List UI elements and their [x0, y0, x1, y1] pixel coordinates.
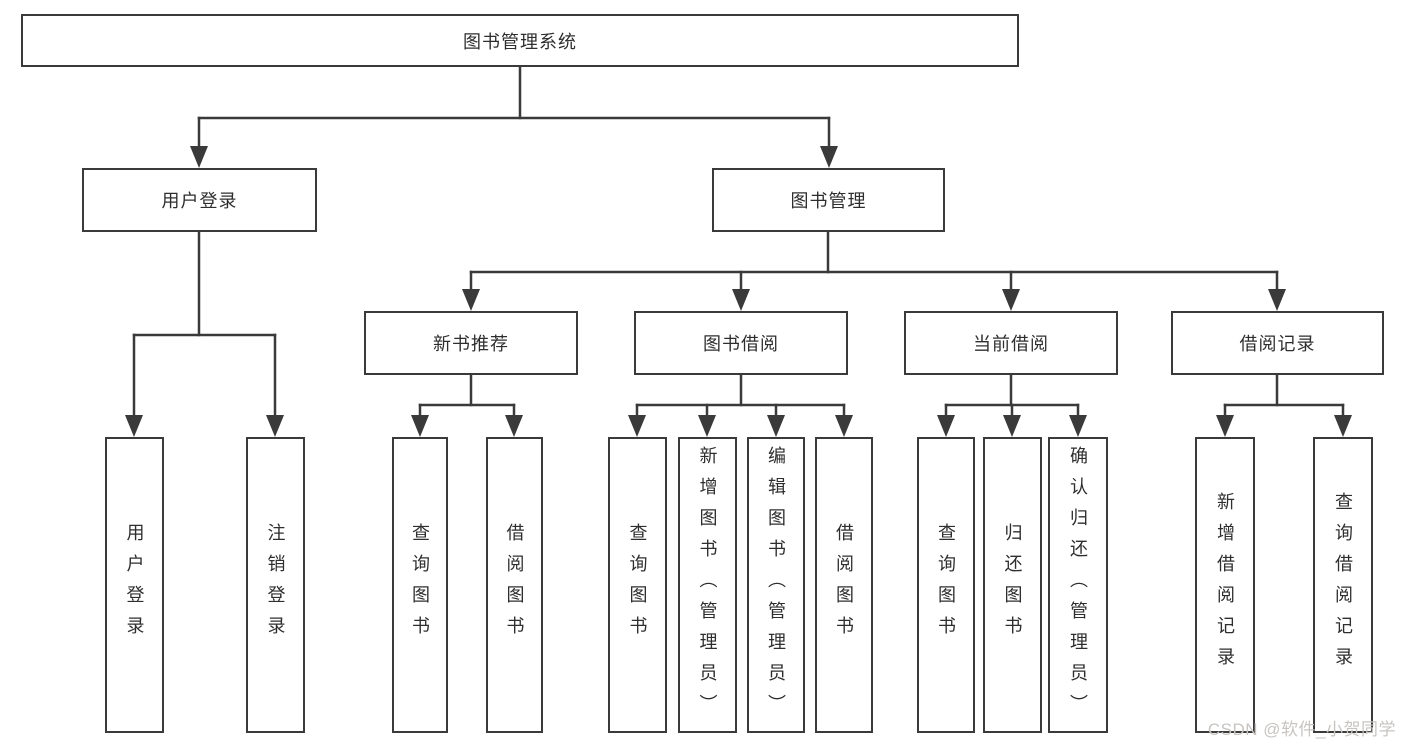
- leaf-return-books: 归还图书: [983, 437, 1042, 733]
- arrowhead-icon: [628, 415, 646, 437]
- leaf-user-login: 用户登录: [105, 437, 164, 733]
- leaf-query-books-borrowing: 查询图书: [608, 437, 667, 733]
- leaf-logout: 注销登录: [246, 437, 305, 733]
- leaf-query-borrow-record: 查询借阅记录: [1313, 437, 1373, 733]
- arrowhead-icon: [411, 415, 429, 437]
- leaf-borrow-books-borrowing: 借阅图书: [815, 437, 873, 733]
- arrowhead-icon: [1069, 415, 1087, 437]
- node-label: 借阅记录: [1239, 334, 1316, 354]
- leaf-edit-books-admin: 编辑图书（管理员）: [747, 437, 805, 733]
- arrowhead-icon: [937, 415, 955, 437]
- node-label: 新增图书（管理员）: [697, 445, 718, 725]
- node-label: 图书管理: [790, 191, 867, 211]
- node-label: 借阅图书: [504, 523, 525, 647]
- leaf-query-books-current: 查询图书: [917, 437, 975, 733]
- branch-current-borrowing: 当前借阅: [904, 311, 1118, 375]
- arrowhead-icon: [1002, 289, 1020, 311]
- node-label: 编辑图书（管理员）: [766, 445, 786, 725]
- watermark: CSDN @软件_小贺同学: [1207, 720, 1396, 739]
- node-label: 查询借阅记录: [1333, 492, 1353, 678]
- arrowhead-icon: [1334, 415, 1352, 437]
- arrowhead-icon: [190, 146, 208, 168]
- arrowhead-icon: [820, 146, 838, 168]
- node-label: 新增借阅记录: [1215, 492, 1235, 678]
- arrowhead-icon: [835, 415, 853, 437]
- arrowhead-icon: [462, 289, 480, 311]
- arrowhead-icon: [1003, 415, 1021, 437]
- branch-book-borrowing: 图书借阅: [634, 311, 848, 375]
- node-label: 借阅图书: [834, 523, 854, 647]
- node-label: 用户登录: [124, 523, 145, 647]
- leaf-add-books-admin: 新增图书（管理员）: [678, 437, 737, 733]
- node-label: 归还图书: [1002, 523, 1023, 647]
- leaf-query-books-recommend: 查询图书: [392, 437, 448, 733]
- node-label: 新书推荐: [433, 334, 509, 354]
- node-label: 图书借阅: [703, 334, 779, 354]
- root-library-system: 图书管理系统: [21, 14, 1019, 67]
- branch-book-management: 图书管理: [712, 168, 945, 232]
- node-label: 注销登录: [265, 523, 286, 647]
- node-label: 图书管理系统: [463, 31, 577, 52]
- branch-user-login: 用户登录: [82, 168, 317, 232]
- arrowhead-icon: [698, 415, 716, 437]
- node-label: 用户登录: [161, 191, 238, 211]
- branch-new-book-recommend: 新书推荐: [364, 311, 578, 375]
- arrowhead-icon: [505, 415, 523, 437]
- arrowhead-icon: [732, 289, 750, 311]
- node-label: 查询图书: [936, 523, 956, 647]
- leaf-borrow-books-recommend: 借阅图书: [486, 437, 543, 733]
- node-label: 当前借阅: [973, 334, 1049, 354]
- node-label: 确认归还（管理员）: [1068, 445, 1088, 725]
- arrowhead-icon: [125, 415, 143, 437]
- node-label: 查询图书: [627, 523, 648, 647]
- node-label: 查询图书: [410, 523, 430, 647]
- arrowhead-icon: [266, 415, 284, 437]
- branch-borrowing-records: 借阅记录: [1171, 311, 1384, 375]
- leaf-confirm-return-admin: 确认归还（管理员）: [1048, 437, 1108, 733]
- arrowhead-icon: [767, 415, 785, 437]
- arrowhead-icon: [1268, 289, 1286, 311]
- arrowhead-icon: [1216, 415, 1234, 437]
- leaf-add-borrow-record: 新增借阅记录: [1195, 437, 1255, 733]
